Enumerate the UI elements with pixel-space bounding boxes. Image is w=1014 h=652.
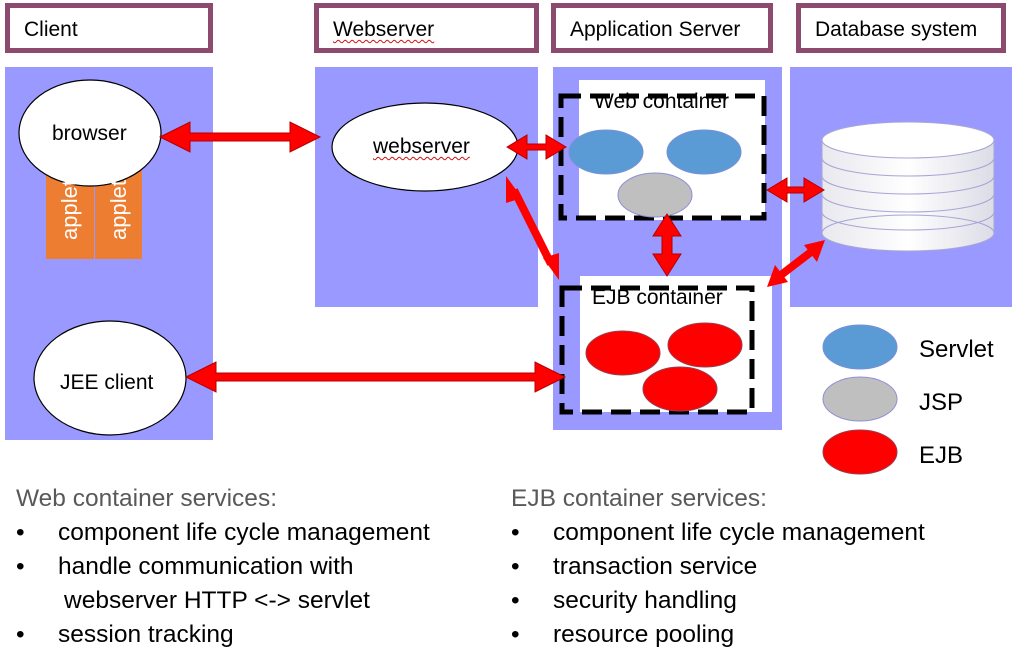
arrow-jeeclient-ejbcontainer — [184, 361, 567, 393]
legend-ejb-label: EJB — [919, 442, 964, 469]
arrow-webserver-webcontainer — [506, 134, 567, 160]
arrow-webcontainer-ejbcontainer — [652, 213, 682, 277]
ejb-component-2 — [667, 322, 743, 368]
client-tier-label: Client — [24, 18, 78, 41]
browser-label: browser — [52, 122, 127, 145]
web-service-item-continuation: webserver HTTP <-> servlet — [64, 587, 370, 614]
client-tier-header: Client — [5, 3, 213, 53]
legend-jsp-swatch — [822, 376, 898, 422]
arrow-ejbcontainer-database-head-bottom — [767, 265, 788, 287]
legend-ejb-swatch — [822, 429, 898, 475]
jee-client-label: JEE client — [60, 371, 153, 395]
legend-servlet-label: Servlet — [919, 336, 994, 363]
browser-node — [18, 79, 162, 187]
jee-client-text: JEE client — [60, 371, 154, 394]
arrow-webcontainer-database — [766, 177, 825, 203]
arrow-webserver-ejbcontainer-shaft — [510, 188, 555, 266]
app-server-tier-label: Application Server — [570, 18, 741, 41]
legend-jsp-label: JSP — [919, 389, 964, 416]
arrow-ejbcontainer-database-shaft — [778, 248, 814, 279]
web-service-item: handle communication with — [16, 550, 430, 584]
ejb-service-item: transaction service — [511, 550, 925, 584]
ejb-service-item: security handling — [511, 584, 925, 618]
ejb-container-label: EJB container — [592, 286, 723, 309]
app-server-tier-header: Application Server — [551, 3, 773, 53]
ejb-service-item: component life cycle management — [511, 516, 925, 550]
database-icon — [821, 121, 995, 252]
arrow-webserver-ejbcontainer-head-top — [506, 176, 522, 203]
servlet-component-2 — [666, 129, 742, 175]
ejb-container-services: EJB container services: component life c… — [511, 482, 925, 652]
ejb-component-1 — [585, 330, 661, 376]
database-tier-label: Database system — [815, 18, 978, 41]
jee-client-node — [33, 320, 187, 436]
ejb-services-heading: EJB container services: — [511, 485, 767, 512]
arrow-browser-webserver — [158, 121, 322, 153]
database-tier-header: Database system — [796, 3, 1006, 53]
webserver-tier-label: Webserver — [333, 18, 435, 41]
jsp-component — [617, 172, 693, 218]
arrow-webserver-ejbcontainer-head-bottom — [543, 253, 559, 280]
applet-label-1: applet — [57, 180, 82, 240]
servlet-component-1 — [568, 129, 644, 175]
ejb-service-item: resource pooling — [511, 618, 925, 652]
web-service-item: component life cycle management — [16, 516, 430, 550]
arrow-ejbcontainer-database-head-top — [804, 240, 825, 262]
webserver-node-label: webserver — [373, 135, 470, 158]
ejb-component-3 — [642, 366, 718, 412]
web-container-label: Web container — [594, 90, 730, 113]
ejb-container-border — [559, 285, 755, 415]
web-container-services: Web container services: component life c… — [16, 482, 430, 652]
webserver-tier-header: Webserver — [314, 3, 539, 53]
web-services-heading: Web container services: — [16, 485, 277, 512]
applet-label-2: applet — [106, 180, 131, 240]
web-service-item: session tracking — [16, 618, 430, 652]
legend-servlet-swatch — [822, 324, 898, 370]
web-container-border — [558, 93, 767, 221]
